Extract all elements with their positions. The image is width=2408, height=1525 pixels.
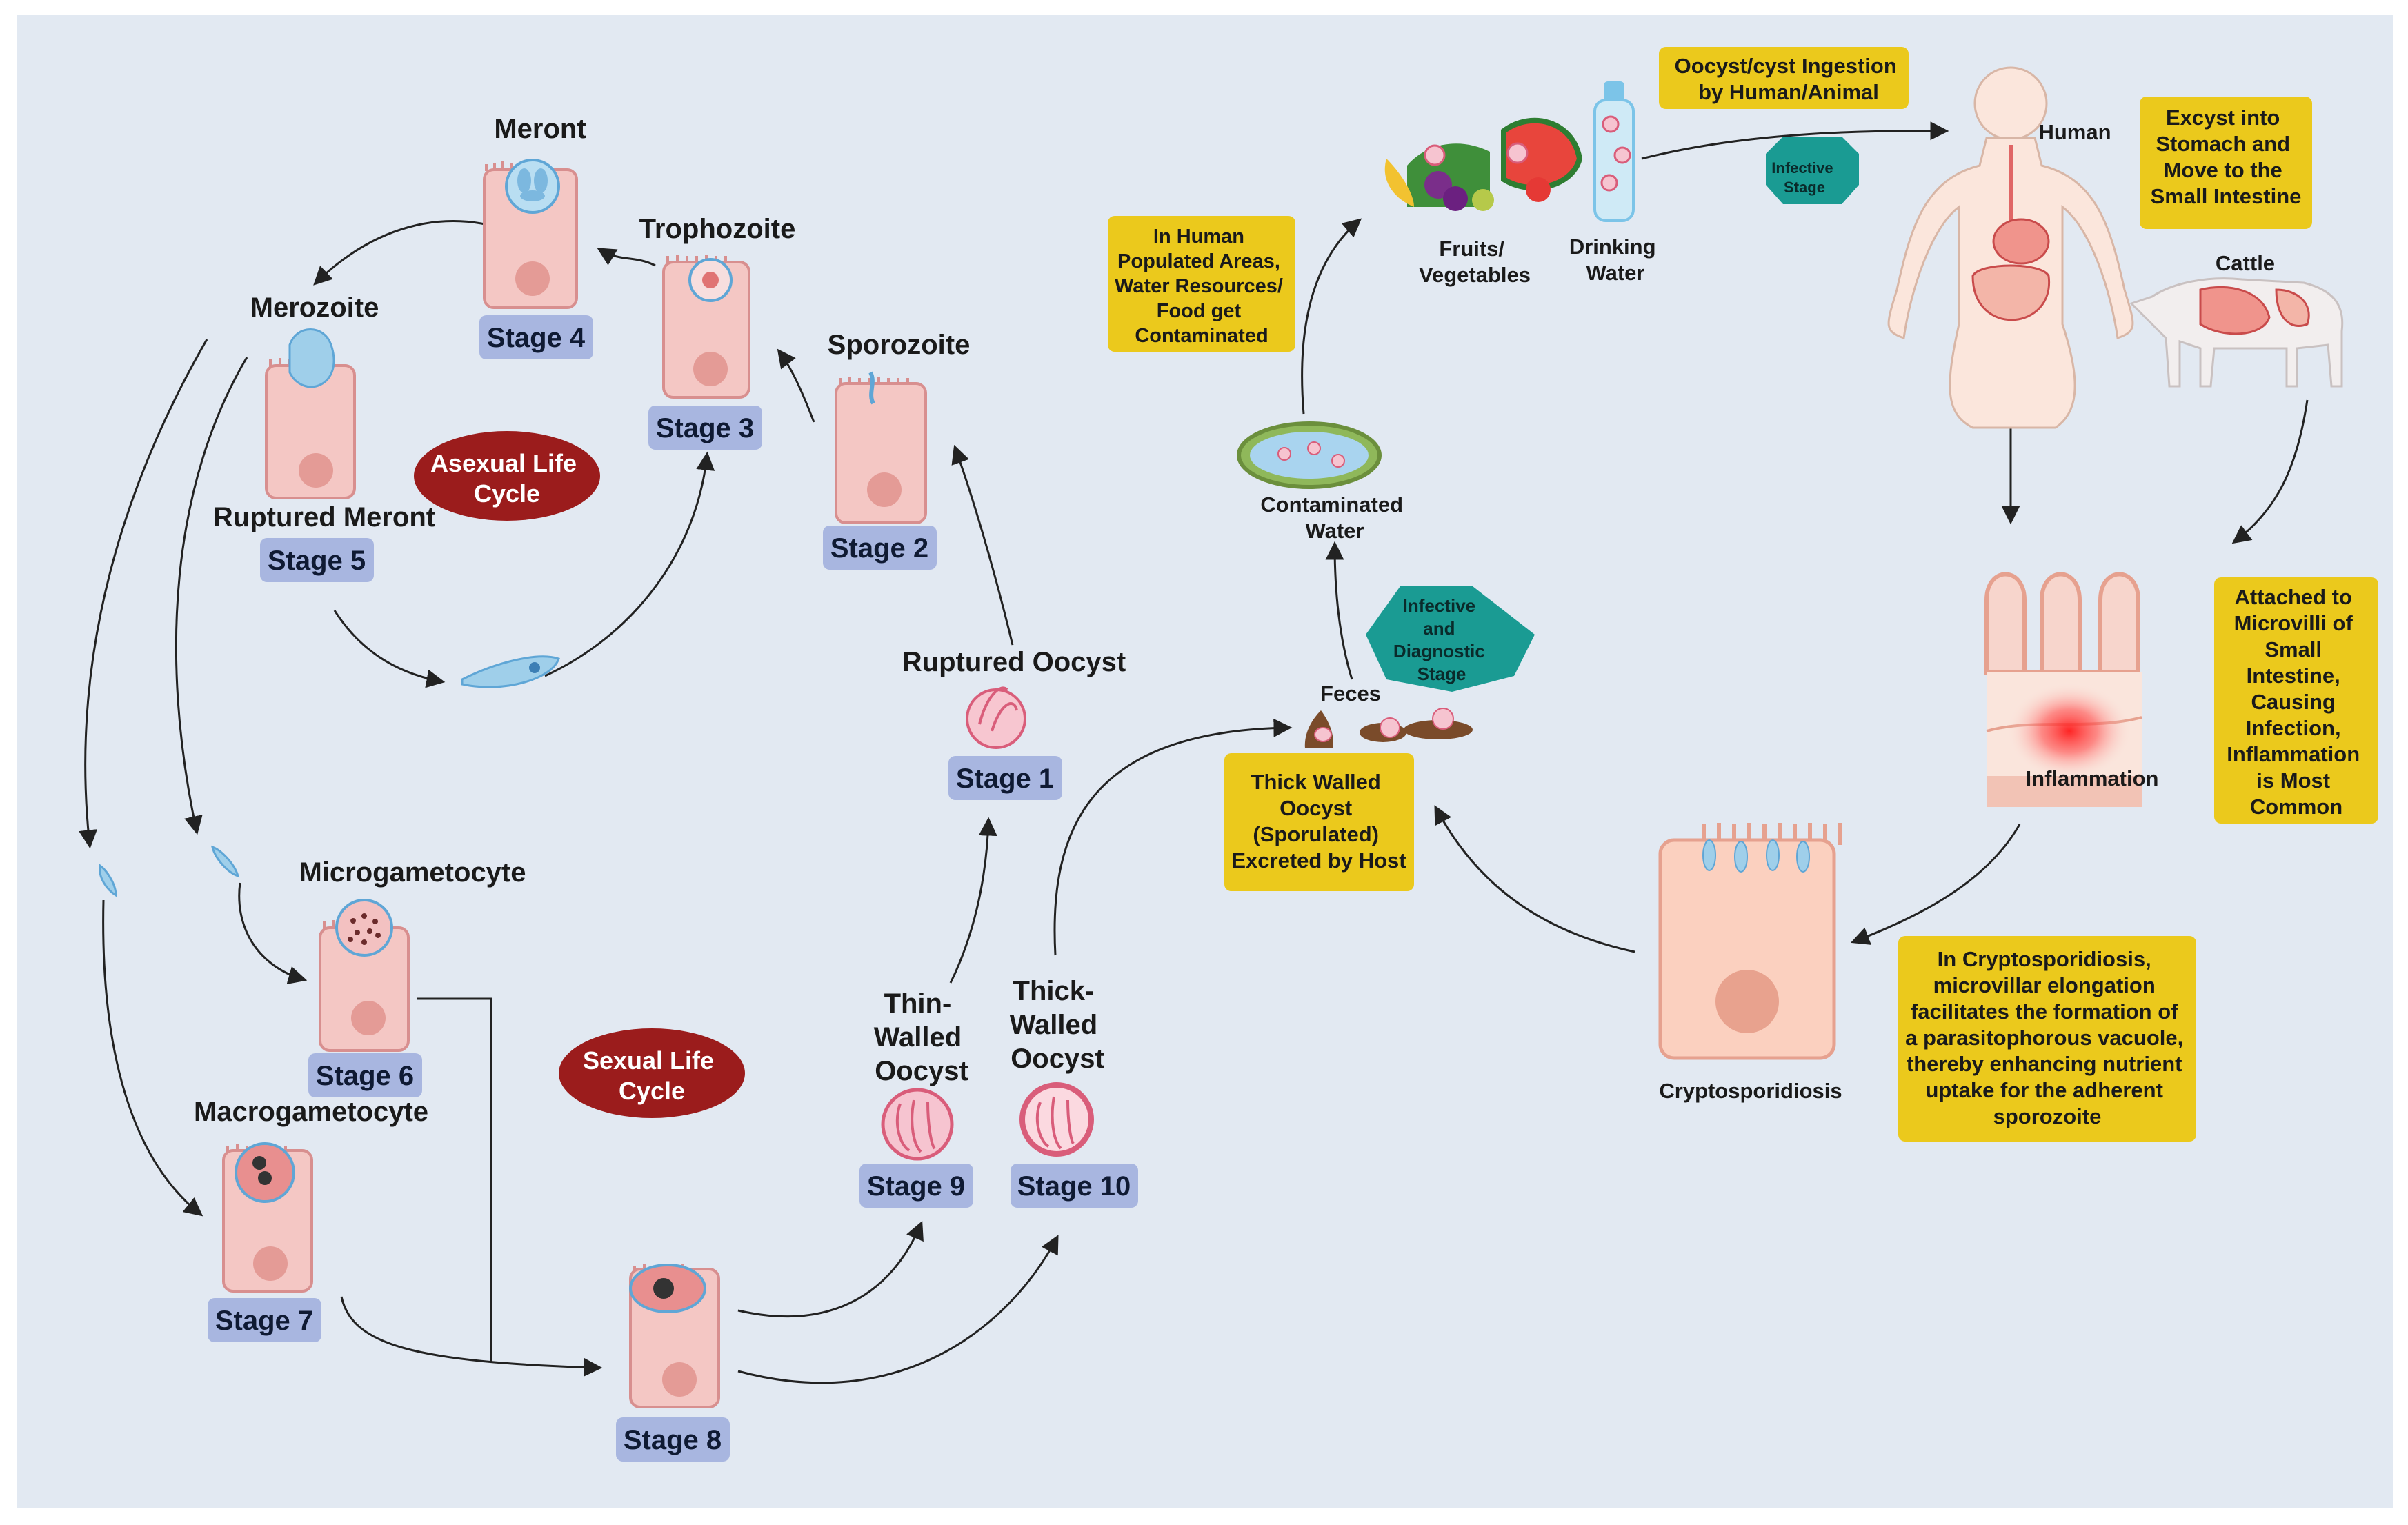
cryptosporidiosis-info-box: In Cryptosporidiosis, microvillar elonga… (1898, 936, 2196, 1142)
stage8-cell (629, 1264, 720, 1408)
macrogametocyte-label: Macrogametocyte (194, 1097, 428, 1127)
svg-text:In Cryptosporidiosis, mi: In Cryptosporidiosis, microvillar elonga… (1905, 947, 2189, 1128)
svg-text:Stage 9: Stage 9 (867, 1171, 965, 1202)
intestine-microvilli-icon (1984, 572, 2142, 807)
svg-text:Attached to Microvilli o: Attached to Microvilli of Small Intestin… (2227, 585, 2366, 819)
thin-walled-oocyst-icon (881, 1088, 954, 1161)
infective-stage-hexagon: Infective Stage (1766, 137, 1859, 204)
svg-text:Infective and Diag: Infective and Diagnostic Stage (1393, 595, 1490, 684)
human-label: Human (2038, 120, 2111, 144)
fruits-vegetables-icon (1384, 117, 1583, 211)
macrogametocyte-cell (222, 1142, 313, 1293)
infective-diagnostic-hexagon: Infective and Diagnostic Stage (1366, 586, 1535, 692)
stage-badge-1: Stage 1 (948, 756, 1062, 800)
svg-text:Infective Stage: Infective Stage (1771, 159, 1837, 196)
cattle-icon (2129, 277, 2344, 388)
svg-text:Stage 1: Stage 1 (956, 764, 1054, 794)
stage-badge-3: Stage 3 (648, 406, 762, 450)
fruits-label: Fruits/ Vegetables (1419, 237, 1531, 287)
small-merozoite-icon (210, 845, 240, 878)
stage-badge-7: Stage 7 (208, 1298, 321, 1342)
contaminated-water-label: Contaminated Water (1260, 492, 1409, 543)
stage-badge-8: Stage 8 (616, 1417, 730, 1462)
ingestion-info-box: Oocyst/cyst Ingestion by Human/Animal (1659, 47, 1909, 109)
ruptured-oocyst-icon (966, 686, 1026, 749)
cryptosporidiosis-label: Cryptosporidiosis (1659, 1079, 1842, 1103)
drinking-water-bottle-icon (1593, 81, 1635, 222)
svg-text:In Human Populated Areas: In Human Populated Areas, Water Resource… (1115, 226, 1288, 347)
microgametocyte-cell (319, 899, 410, 1052)
svg-text:Thick Walled Oocyst: Thick Walled Oocyst (Sporulated) Excrete… (1231, 770, 1406, 873)
sporozoite-label: Sporozoite (828, 330, 971, 360)
human-body-icon (1887, 66, 2134, 429)
meront-cell (483, 159, 578, 309)
svg-text:Oocyst/cyst Ingestion by: Oocyst/cyst Ingestion by Human/Animal (1675, 54, 1903, 104)
attached-microvilli-info-box: Attached to Microvilli of Small Intestin… (2214, 577, 2378, 824)
asexual-life-cycle-oval: Asexual Life Cycle (414, 431, 600, 521)
trophozoite-cell (662, 255, 750, 399)
feces-label: Feces (1320, 681, 1381, 706)
svg-text:Stage 4: Stage 4 (487, 323, 586, 353)
drinking-water-label: Drinking Water (1569, 235, 1662, 285)
svg-text:Excyst into Stomach and: Excyst into Stomach and Move to the Smal… (2151, 106, 2302, 208)
thick-walled-oocyst-icon (1019, 1082, 1094, 1157)
stage-badge-10: Stage 10 (1011, 1164, 1138, 1208)
merozoite-label: Merozoite (250, 292, 379, 323)
excyst-info-box: Excyst into Stomach and Move to the Smal… (2140, 97, 2312, 229)
merozoite-cell (265, 328, 356, 499)
ruptured-meront-label: Ruptured Meront (213, 502, 435, 532)
ruptured-oocyst-label: Ruptured Oocyst (902, 647, 1126, 677)
arrows (79, 121, 2309, 1384)
svg-text:Asexual Life Cycle: Asexual Life Cycle (430, 449, 584, 508)
thick-walled-excreted-info-box: Thick Walled Oocyst (Sporulated) Excrete… (1224, 753, 1414, 891)
svg-text:Stage 8: Stage 8 (624, 1425, 722, 1455)
stage-badge-5: Stage 5 (260, 538, 374, 582)
svg-text:Stage 6: Stage 6 (316, 1061, 414, 1091)
svg-text:Stage 10: Stage 10 (1017, 1171, 1131, 1202)
contaminated-water-pond-icon (1237, 421, 1382, 489)
sexual-life-cycle-oval: Sexual Life Cycle (559, 1028, 745, 1118)
microgametocyte-label: Microgametocyte (299, 857, 526, 888)
svg-text:Stage 2: Stage 2 (830, 533, 928, 564)
feces-icon (1304, 708, 1473, 748)
free-merozoite-dot (529, 662, 540, 673)
svg-text:Sexual Life Cycle: Sexual Life Cycle (583, 1046, 721, 1105)
svg-text:Stage 3: Stage 3 (656, 413, 754, 443)
human-populated-info-box: In Human Populated Areas, Water Resource… (1108, 216, 1295, 352)
thick-walled-label: Thick- Walled Oocyst (1010, 976, 1106, 1074)
sporozoite-cell (835, 371, 927, 524)
stage-badge-9: Stage 9 (859, 1164, 973, 1208)
inflammation-label: Inflammation (2026, 766, 2159, 790)
cryptosporidiosis-cell (1658, 823, 1842, 1060)
svg-text:Stage 7: Stage 7 (215, 1306, 313, 1336)
stage-badge-4: Stage 4 (479, 315, 593, 359)
trophozoite-label: Trophozoite (639, 214, 796, 244)
meront-label: Meront (494, 114, 586, 144)
svg-text:Stage 5: Stage 5 (268, 546, 366, 576)
small-merozoite-icon (99, 864, 117, 897)
thin-walled-label: Thin- Walled Oocyst (874, 988, 970, 1086)
stage-badge-2: Stage 2 (823, 526, 937, 570)
stage-badge-6: Stage 6 (308, 1053, 422, 1097)
cattle-label: Cattle (2216, 251, 2275, 275)
